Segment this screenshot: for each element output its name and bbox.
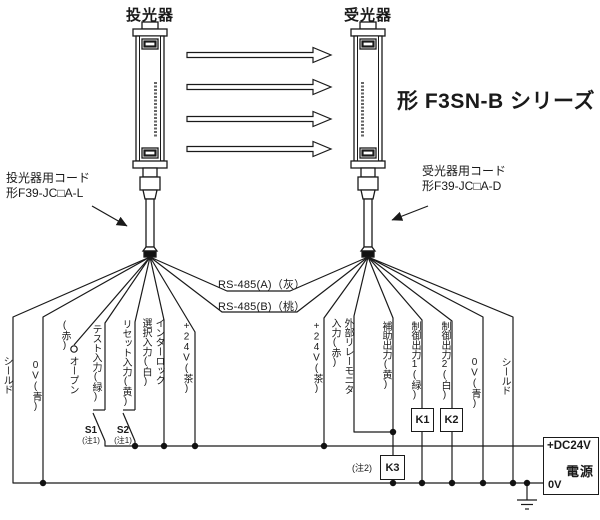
rs485-a-label: RS-485(A)（灰）: [218, 279, 306, 291]
receiver-cord-label: 受光器用コード 形F39-JC□A-D: [422, 164, 506, 194]
wire-rs485-a: [149, 256, 369, 292]
relay-k1: K1: [411, 408, 434, 432]
wire-shield-left-and-0v-bus: [12, 256, 543, 484]
wires: [12, 256, 543, 510]
power-positive-terminal: +DC24V: [547, 440, 591, 452]
switch-s2-label: S2 (注1): [110, 425, 136, 446]
wire-interlock-select: [149, 256, 165, 446]
wire-label-plus24-left: +24V(茶): [181, 321, 192, 394]
power-negative-terminal: 0V: [548, 479, 562, 491]
wire-shield-right: [367, 256, 514, 483]
ground-icon: [517, 483, 537, 510]
wire-label-plus24-right: +24V(茶): [311, 321, 322, 394]
cord-callout-arrows: [91, 205, 429, 227]
s1-text: S1: [84, 425, 98, 436]
wire-reset-input: [134, 256, 151, 410]
receiver-cord-line1: 受光器用コード: [422, 164, 507, 178]
receiver-cord-line2: 形F39-JC□A-D: [422, 179, 502, 193]
wire-label-aux-output: 補助出力(黄): [380, 321, 391, 390]
power-supply-box: +DC24V 電源 0V: [543, 437, 599, 495]
emitter-sensor: [132, 21, 168, 258]
wire-0v-left: [42, 256, 151, 483]
wire-test-input: [104, 256, 151, 410]
relay-monitor-label-col1: 外部リレーモニタ: [342, 318, 353, 394]
series-title: 形 F3SN-B シリーズ: [397, 90, 595, 113]
s2-text: S2: [116, 425, 130, 436]
relay-k3-note: (注2): [352, 463, 372, 473]
s2-note: (注1): [114, 436, 132, 445]
emitter-cord-line2: 形F39-JC□A-L: [6, 186, 84, 200]
beam-arrow-icon: [186, 78, 333, 96]
switch-s1-label: S1 (注1): [78, 425, 104, 446]
wire-plus24-right: [323, 256, 369, 446]
s1-note: (注1): [82, 436, 100, 445]
wire-label-interlock-select: インターロック 選択入力(白): [139, 318, 165, 387]
wire-label-0v-left: 0V(青): [30, 360, 41, 412]
relay-k2: K2: [440, 408, 463, 432]
open-terminal-icon: [70, 345, 78, 353]
wire-label-test-input: テスト入力(緑): [90, 324, 101, 402]
rs485-b-label: RS-485(B)（桃）: [218, 301, 306, 313]
wire-relay-monitor: [353, 256, 393, 433]
receiver-title: 受光器: [343, 7, 392, 24]
beam-arrow-icon: [186, 140, 333, 158]
junction-dots: [39, 428, 531, 487]
light-beam-arrows: [186, 46, 333, 158]
wire-label-open: オープン: [67, 356, 78, 394]
wire-label-control-output2: 制御出力2(白): [439, 321, 450, 400]
power-supply-label: 電源: [565, 464, 594, 479]
wire-label-shield-left: シールド: [1, 356, 12, 394]
emitter-title: 投光器: [125, 7, 174, 24]
switch-s1-icon: [92, 409, 106, 442]
wire-label-control-output1: 制御出力1(緑): [409, 321, 420, 400]
wire-0v-right: [367, 256, 484, 483]
emitter-cable-end: [143, 250, 157, 258]
wire-label-shield-right: シールド: [499, 357, 510, 395]
receiver-sensor: [350, 21, 386, 258]
beam-arrow-icon: [186, 46, 333, 64]
wire-aux-output: [367, 256, 394, 483]
wire-plus24-left: [149, 256, 196, 446]
receiver-cord-arrow-icon: [391, 205, 429, 221]
emitter-cord-label: 投光器用コード 形F39-JC□A-L: [6, 171, 90, 201]
emitter-cord-arrow-icon: [91, 205, 128, 227]
relay-k3: K3: [380, 455, 405, 480]
receiver-cable-end: [361, 250, 375, 258]
wire-rs485-b: [149, 256, 369, 313]
wire-red-open: [73, 256, 151, 346]
wire-label-relay-monitor: 外部リレーモニタ 入力(赤): [328, 318, 354, 394]
plus24v-bus: [104, 441, 543, 447]
wire-label-reset-input: リセット入力(黄): [120, 319, 131, 407]
beam-arrow-icon: [186, 110, 333, 128]
interlock-label-col1: インターロック: [153, 318, 164, 385]
wire-label-red: (赤): [59, 320, 70, 351]
emitter-cord-line1: 投光器用コード: [6, 171, 91, 185]
wire-label-0v-right: 0V(青): [469, 357, 480, 409]
interlock-label-col2: 選択入力(白): [140, 318, 151, 387]
relay-monitor-label-col2: 入力(赤): [329, 318, 340, 368]
